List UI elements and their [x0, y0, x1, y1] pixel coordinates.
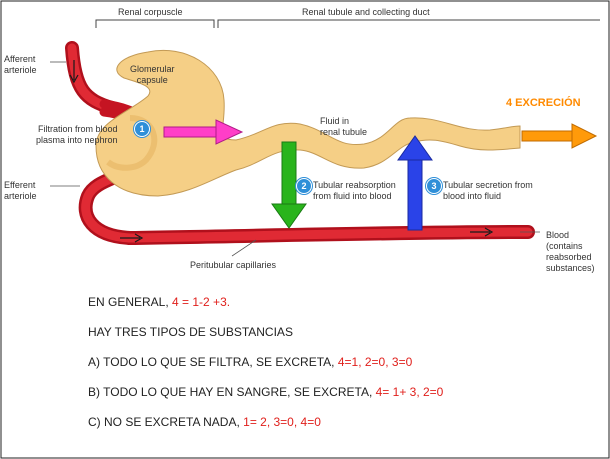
- case-a-formula: 4=1, 2=0, 3=0: [337, 355, 413, 369]
- secretion-line-1: Tubular secretion from: [443, 180, 533, 190]
- fluid-line-2: renal tubule: [320, 127, 368, 137]
- efferent-line-1: Efferent: [4, 180, 36, 190]
- fluid-label: Fluid in renal tubule: [320, 116, 367, 138]
- fluid-line-1: Fluid in: [320, 116, 350, 126]
- case-a-prefix: A) TODO LO QUE SE FILTRA, SE EXCRETA,: [88, 355, 338, 369]
- renal-corpuscle-label: Renal corpuscle: [118, 7, 183, 17]
- renal-corpuscle-bracket: [95, 19, 215, 28]
- secretion-arrow: [397, 135, 433, 231]
- case-c-formula: 1= 2, 3=0, 4=0: [243, 415, 321, 429]
- case-c-prefix: C) NO SE EXCRETA NADA,: [88, 415, 244, 429]
- glomerular-line-1: Glomerular: [130, 64, 175, 74]
- reabsorption-label: Tubular reabsorption from fluid into blo…: [313, 180, 396, 202]
- glomerular-label: Glomerular capsule: [130, 64, 175, 86]
- case-a-line: A) TODO LO QUE SE FILTRA, SE EXCRETA, 4=…: [88, 355, 412, 369]
- efferent-label: Efferent arteriole: [4, 180, 37, 202]
- secretion-label: Tubular secretion from blood into fluid: [443, 180, 533, 202]
- case-c-line: C) NO SE EXCRETA NADA, 1= 2, 3=0, 4=0: [88, 415, 321, 429]
- reabsorption-line-1: Tubular reabsorption: [313, 180, 396, 190]
- step-1-badge: 1: [134, 121, 150, 137]
- afferent-line-1: Afferent: [4, 54, 36, 64]
- afferent-line-2: arteriole: [4, 65, 37, 75]
- glomerular-line-2: capsule: [136, 75, 168, 85]
- renal-tubule-bracket: [217, 19, 600, 28]
- general-formula: 4 = 1-2 +3.: [172, 295, 231, 309]
- general-prefix: EN GENERAL,: [88, 295, 173, 309]
- types-heading: HAY TRES TIPOS DE SUBSTANCIAS: [88, 325, 293, 339]
- filtration-arrow: [163, 119, 244, 145]
- blood-line-3: reabsorbed: [546, 252, 592, 262]
- reabsorption-line-2: from fluid into blood: [313, 191, 392, 201]
- step-3-badge: 3: [426, 178, 442, 194]
- blood-line-2: (contains: [546, 241, 583, 251]
- secretion-line-2: blood into fluid: [443, 191, 502, 201]
- filtration-line-1: Filtration from blood: [38, 124, 118, 134]
- excretion-arrow: [521, 123, 598, 149]
- case-b-line: B) TODO LO QUE HAY EN SANGRE, SE EXCRETA…: [88, 385, 443, 399]
- renal-tubule-label: Renal tubule and collecting duct: [302, 7, 430, 17]
- excretion-label: 4 EXCRECIÓN: [506, 97, 581, 109]
- blood-line-4: substances): [546, 263, 595, 273]
- general-line: EN GENERAL, 4 = 1-2 +3.: [88, 295, 230, 309]
- reabsorption-arrow: [271, 141, 307, 229]
- case-b-prefix: B) TODO LO QUE HAY EN SANGRE, SE EXCRETA…: [88, 385, 376, 399]
- leader-lines: [50, 61, 540, 257]
- blood-line-1: Blood: [546, 230, 570, 240]
- peritubular-label: Peritubular capillaries: [190, 260, 277, 270]
- filtration-label: Filtration from blood plasma into nephro…: [36, 124, 118, 146]
- case-b-formula: 4= 1+ 3, 2=0: [375, 385, 444, 399]
- step-2-badge: 2: [296, 178, 312, 194]
- afferent-label: Afferent arteriole: [4, 54, 37, 76]
- blood-label: Blood (contains reabsorbed substances): [546, 230, 595, 274]
- filtration-line-2: plasma into nephron: [36, 135, 118, 145]
- efferent-line-2: arteriole: [4, 191, 37, 201]
